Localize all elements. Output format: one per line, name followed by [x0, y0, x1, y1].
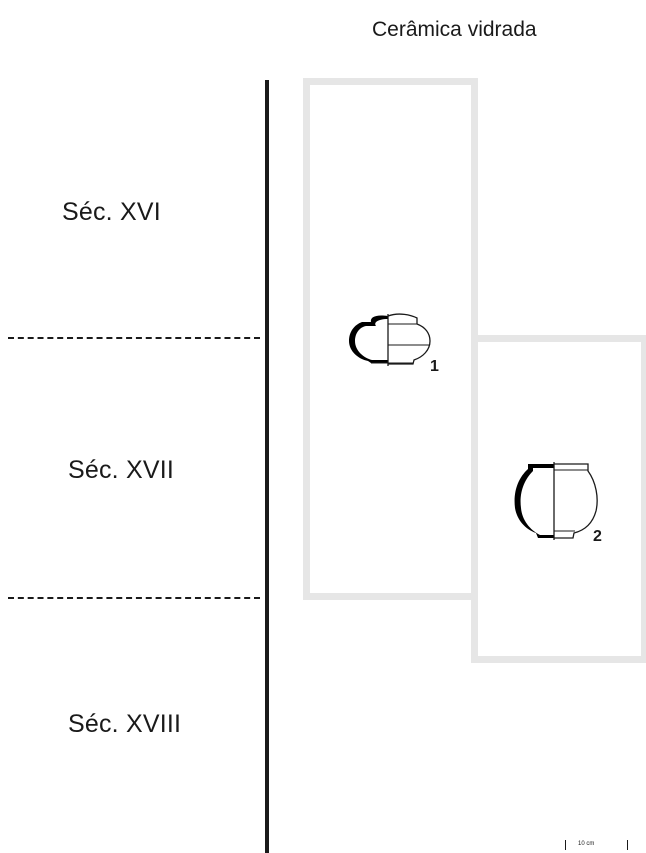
- century-label-xviii: Séc. XVIII: [68, 710, 182, 738]
- vessel-2-number: 2: [593, 528, 602, 545]
- vessel-1-profile: [349, 313, 431, 366]
- scale-tick-left: [565, 840, 566, 850]
- vessel-1-number: 1: [430, 358, 439, 375]
- vessel-2-profile: [514, 462, 598, 540]
- century-label-xvi: Séc. XVI: [62, 198, 161, 226]
- scale-tick-right: [627, 840, 628, 850]
- vessel-2-date-range: [471, 335, 646, 663]
- vessel-2-exterior-outline: [554, 463, 598, 539]
- century-divider-xvi-xvii: [8, 337, 260, 339]
- chart-title: Cerâmica vidrada: [372, 18, 537, 41]
- vessel-1-exterior-outline: [387, 313, 431, 365]
- century-label-xvii: Séc. XVII: [68, 456, 175, 484]
- scale-label: 10 cm: [578, 841, 595, 847]
- vessel-1-wall-section: [349, 315, 388, 363]
- timeline-axis: [265, 80, 269, 853]
- scale-bar: 10 cm: [565, 840, 630, 852]
- vessel-2-wall-section: [514, 464, 554, 538]
- century-divider-xvii-xviii: [8, 597, 260, 599]
